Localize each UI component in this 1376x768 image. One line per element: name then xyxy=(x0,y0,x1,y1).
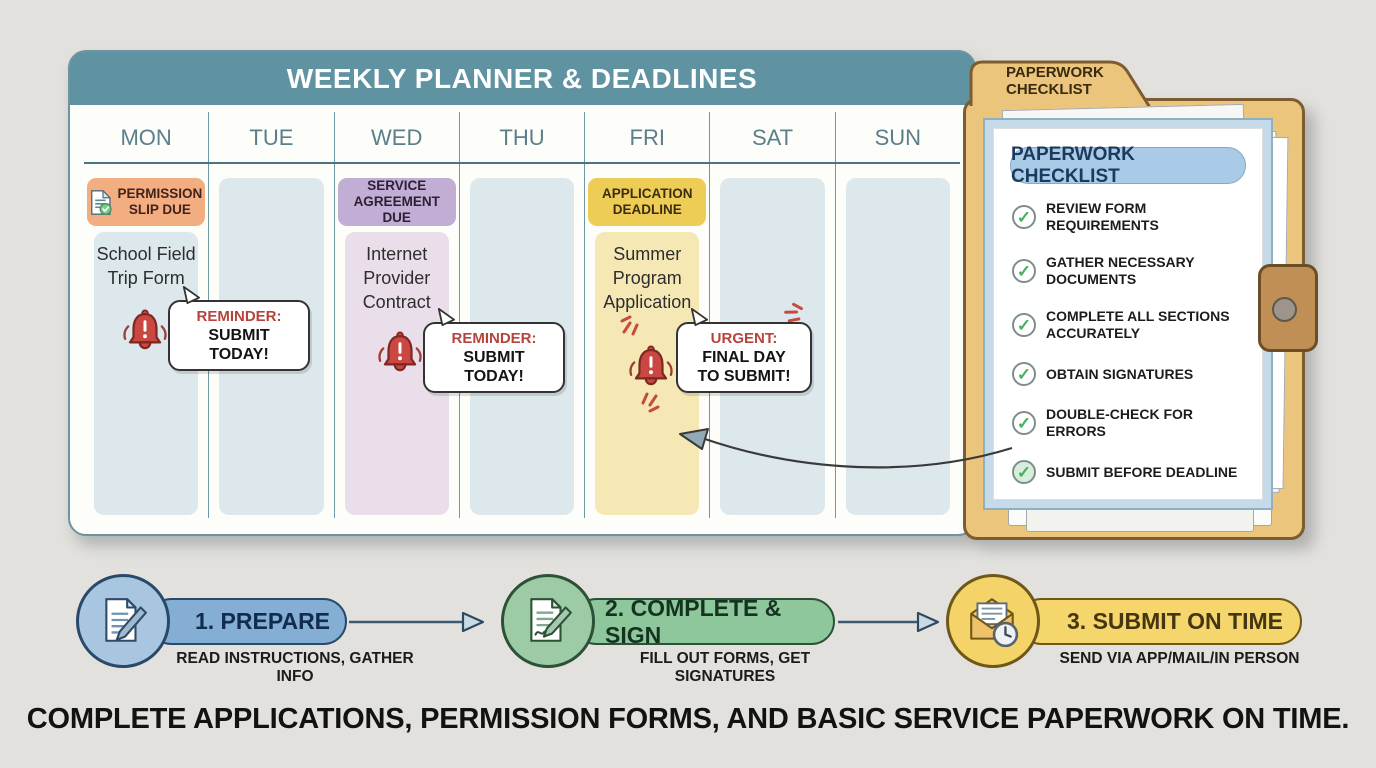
checkmark-icon: ✓ xyxy=(1012,205,1036,229)
document-signature-icon xyxy=(530,598,572,642)
day-column-mon: MON PERMISSION SLIP DUE School Field Tri… xyxy=(84,112,208,518)
checklist-card xyxy=(993,128,1263,500)
callout-prefix: REMINDER: xyxy=(451,330,537,347)
step-3-sub: SEND VIA APP/MAIL/IN PERSON xyxy=(1059,650,1300,667)
checklist-item: ✓ REVIEW FORM REQUIREMENTS xyxy=(1012,200,1260,234)
step-3-pill: 3. SUBMIT ON TIME xyxy=(1018,598,1302,645)
empty-day-slot xyxy=(845,178,950,515)
step-1-label: 1. PREPARE xyxy=(194,608,331,634)
bubble-tail xyxy=(437,308,455,326)
step-3-circle xyxy=(946,574,1040,668)
checklist-item-label: GATHER NECESSARY DOCUMENTS xyxy=(1046,254,1195,287)
bell-icon xyxy=(629,345,673,386)
step-2-label: 2. COMPLETE & SIGN xyxy=(605,594,782,648)
checklist-item-label: REVIEW FORM REQUIREMENTS xyxy=(1046,200,1159,233)
checklist-item: ✓ DOUBLE-CHECK FOR ERRORS xyxy=(1012,406,1260,440)
badge-label: SERVICE AGREEMENT DUE xyxy=(353,178,440,225)
step-1-sub: READ INSTRUCTIONS, GATHER INFO xyxy=(176,650,414,685)
day-label: TUE xyxy=(249,125,294,150)
urgency-spark-icon xyxy=(784,302,803,323)
paper-sheet-edge xyxy=(1026,508,1254,532)
checklist-item: ✓ COMPLETE ALL SECTIONS ACCURATELY xyxy=(1012,308,1260,342)
checklist-title-pill: PAPERWORK CHECKLIST xyxy=(1010,144,1246,187)
folder-tab-title: PAPERWORK CHECKLIST xyxy=(1006,64,1104,98)
step-2-sub: FILL OUT FORMS, GET SIGNATURES xyxy=(639,650,811,685)
checkmark-icon: ✓ xyxy=(1012,411,1036,435)
event-card-field-trip: School Field Trip Form xyxy=(94,232,199,515)
deadline-badge-permission-slip: PERMISSION SLIP DUE xyxy=(87,178,206,226)
bell-icon xyxy=(378,331,422,372)
day-label: SUN xyxy=(874,125,922,150)
clasp-button xyxy=(1272,297,1297,322)
callout-reminder-wed: REMINDER: SUBMIT TODAY! xyxy=(377,308,577,408)
callout-text: FINAL DAY TO SUBMIT! xyxy=(697,349,791,385)
urgency-spark-icon xyxy=(641,392,660,413)
day-column-thu: THU xyxy=(458,112,584,518)
day-label: WED xyxy=(371,125,423,150)
speech-bubble: REMINDER: SUBMIT TODAY! xyxy=(168,286,310,371)
checklist-title: PAPERWORK CHECKLIST xyxy=(1011,143,1135,187)
checklist-item: ✓ SUBMIT BEFORE DEADLINE xyxy=(1012,460,1260,484)
urgency-spark-icon xyxy=(620,315,639,336)
day-label: FRI xyxy=(629,125,665,150)
arrow-right-icon xyxy=(349,611,485,633)
event-title: Summer Program Application xyxy=(603,244,692,312)
step-2-circle xyxy=(501,574,595,668)
callout-prefix: URGENT: xyxy=(710,330,778,347)
planner-header: WEEKLY PLANNER & DEADLINES xyxy=(70,52,974,105)
callout-prefix: REMINDER: xyxy=(196,308,282,325)
step-1-circle xyxy=(76,574,170,668)
envelope-clock-icon xyxy=(970,598,1019,648)
callout-reminder-mon: REMINDER: SUBMIT TODAY! xyxy=(122,286,322,386)
document-pen-icon xyxy=(105,598,147,642)
event-title: Internet Provider Contract xyxy=(362,244,431,312)
curved-arrow-icon xyxy=(679,428,1013,469)
deadline-badge-service-agreement: SERVICE AGREEMENT DUE xyxy=(337,178,456,226)
step-2-pill: 2. COMPLETE & SIGN xyxy=(573,595,835,648)
step-1-pill: 1. PREPARE xyxy=(148,598,347,645)
folder-clasp xyxy=(1258,264,1318,352)
deadline-badge-application: APPLICATION DEADLINE xyxy=(588,178,707,226)
checklist-item: ✓ OBTAIN SIGNATURES xyxy=(1012,362,1260,386)
checkmark-icon: ✓ xyxy=(1012,460,1036,484)
bubble-tail xyxy=(690,308,708,326)
badge-label: APPLICATION DEADLINE xyxy=(602,186,693,217)
bubble-tail xyxy=(182,286,200,304)
checklist-item-label: DOUBLE-CHECK FOR ERRORS xyxy=(1046,406,1193,439)
bell-icon xyxy=(123,309,167,350)
callout-urgent-fri: URGENT: FINAL DAY TO SUBMIT! xyxy=(620,302,828,420)
day-label: THU xyxy=(499,125,545,150)
checklist-items: ✓ REVIEW FORM REQUIREMENTS ✓ GATHER NECE… xyxy=(1012,200,1260,504)
checkmark-icon: ✓ xyxy=(1012,362,1036,386)
document-check-icon xyxy=(91,189,112,215)
day-rule xyxy=(84,162,960,164)
checkmark-icon: ✓ xyxy=(1012,313,1036,337)
callout-text: SUBMIT TODAY! xyxy=(463,349,525,385)
day-label: MON xyxy=(120,125,172,150)
checklist-item: ✓ GATHER NECESSARY DOCUMENTS xyxy=(1012,254,1260,288)
arrow-right-icon xyxy=(838,611,940,633)
speech-bubble: URGENT: FINAL DAY TO SUBMIT! xyxy=(676,308,812,393)
callout-text: SUBMIT TODAY! xyxy=(208,327,270,363)
day-label: SAT xyxy=(751,125,794,150)
planner-title: WEEKLY PLANNER & DEADLINES xyxy=(286,62,758,94)
checklist-item-label: COMPLETE ALL SECTIONS ACCURATELY xyxy=(1046,308,1230,341)
day-column-sun: SUN xyxy=(834,112,960,518)
speech-bubble: REMINDER: SUBMIT TODAY! xyxy=(423,308,565,393)
step-3-label: 3. SUBMIT ON TIME xyxy=(1067,608,1283,634)
checklist-item-label: OBTAIN SIGNATURES xyxy=(1046,365,1194,382)
page-caption: COMPLETE APPLICATIONS, PERMISSION FORMS,… xyxy=(26,703,1350,735)
folder-tab xyxy=(969,60,1151,106)
checklist-item-label: SUBMIT BEFORE DEADLINE xyxy=(1046,463,1238,480)
checkmark-icon: ✓ xyxy=(1012,259,1036,283)
badge-label: PERMISSION SLIP DUE xyxy=(117,186,203,217)
event-title: School Field Trip Form xyxy=(96,244,196,288)
